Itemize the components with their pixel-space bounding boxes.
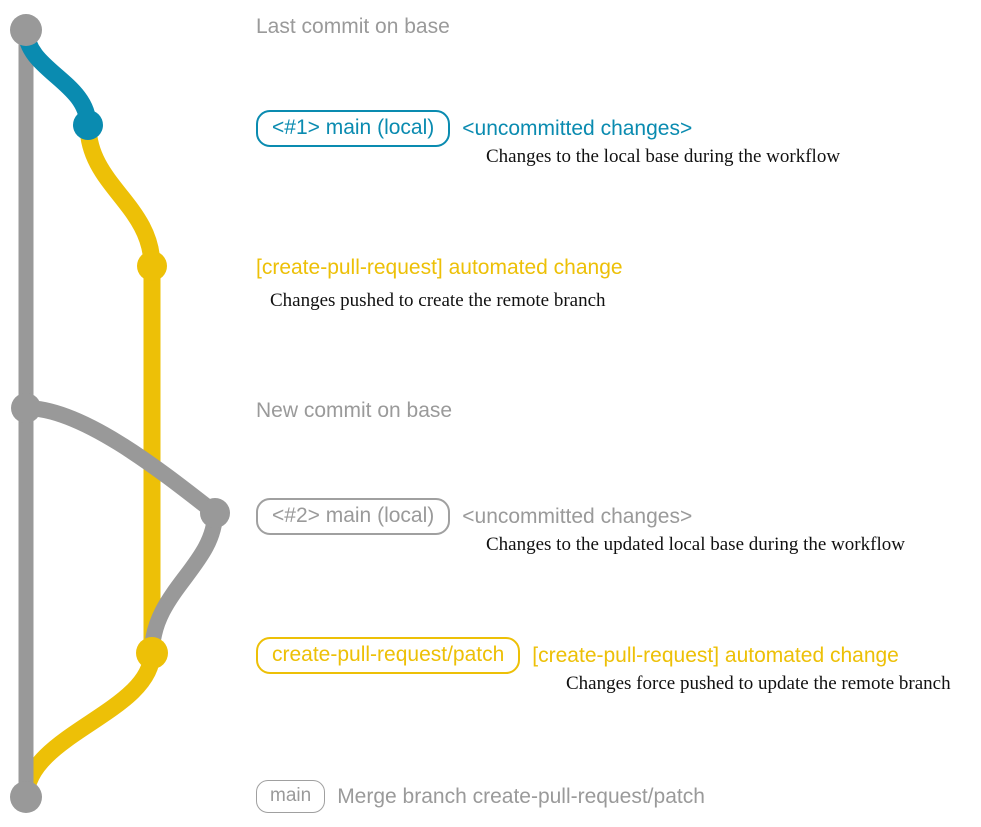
commit-nodes	[10, 14, 230, 813]
branch-label-main-local-2[interactable]: <#2> main (local)	[256, 498, 451, 535]
commit-message-merge-commit: Merge branch create-pull-request/patch	[337, 785, 705, 808]
commit-message-local-commit-1: <uncommitted changes>	[462, 117, 693, 140]
commit-row-patch-commit-1: [create-pull-request] automated change	[256, 255, 623, 280]
commit-row-last-commit-on-base: Last commit on base	[256, 14, 450, 39]
branch-label-create-pull-request-patch[interactable]: create-pull-request/patch	[256, 637, 521, 674]
commit-description-patch-commit-1: Changes pushed to create the remote bran…	[270, 290, 606, 311]
commit-message-patch-commit-1: [create-pull-request] automated change	[256, 256, 623, 279]
commit-message-local-commit-2: <uncommitted changes>	[462, 505, 693, 528]
commit-message-new-commit-on-base: New commit on base	[256, 399, 453, 422]
edge-local1-to-patch1	[79, 116, 161, 275]
commit-row-local-commit-2: <#2> main (local) <uncommitted changes>	[256, 498, 692, 535]
edge-base-to-local1	[17, 21, 97, 134]
commit-message-patch-commit-2: [create-pull-request] automated change	[532, 644, 899, 667]
commit-row-patch-commit-2: create-pull-request/patch [create-pull-r…	[256, 637, 899, 674]
edge-newbase-to-local2	[18, 400, 223, 521]
commit-row-local-commit-1: <#1> main (local) <uncommitted changes>	[256, 110, 692, 147]
commit-row-merge-commit: main Merge branch create-pull-request/pa…	[256, 780, 705, 813]
commit-description-patch-commit-2: Changes force pushed to update the remot…	[566, 673, 951, 694]
node-local-commit-2[interactable]	[200, 498, 230, 528]
branch-label-main[interactable]: main	[256, 780, 326, 813]
node-merge-commit[interactable]	[10, 781, 42, 813]
commit-row-new-commit-on-base: New commit on base	[256, 398, 452, 423]
node-local-commit-1[interactable]	[73, 110, 103, 140]
commit-description-local-commit-1: Changes to the local base during the wor…	[486, 146, 841, 167]
node-last-commit-on-base[interactable]	[10, 14, 42, 46]
node-patch-commit-2[interactable]	[136, 637, 168, 669]
commit-message-last-commit-on-base: Last commit on base	[256, 15, 450, 38]
branch-label-main-local-1[interactable]: <#1> main (local)	[256, 110, 451, 147]
edge-patch2-to-merge	[17, 644, 161, 806]
node-new-commit-on-base[interactable]	[11, 393, 41, 423]
base-updated-lane-edges	[18, 400, 223, 661]
edge-local2-to-patch2	[144, 505, 223, 661]
node-patch-commit-1[interactable]	[137, 251, 167, 281]
commit-description-local-commit-2: Changes to the updated local base during…	[486, 534, 905, 555]
local-lane-edges	[17, 21, 97, 134]
